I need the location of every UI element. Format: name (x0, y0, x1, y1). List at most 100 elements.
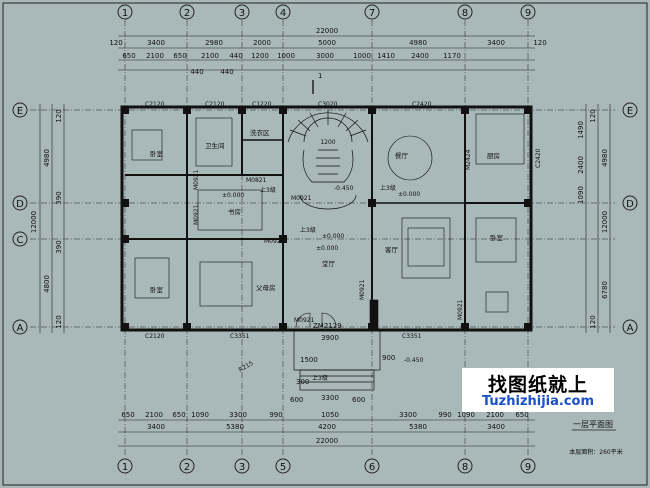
room-living: 客厅 (385, 245, 399, 254)
door-tag: M0921 (193, 169, 200, 190)
stair-width: 1200 (320, 139, 335, 146)
window-tags: C2120 C2120 C1220 C3020 C2420 C2420 C335… (145, 101, 542, 340)
dim-text: 990 (269, 411, 282, 419)
bottom-dimension-lines (118, 419, 535, 447)
dim-text: 3400 (487, 39, 505, 47)
window-tag: C3351 (402, 333, 422, 340)
dim-text: 3300 (399, 411, 417, 419)
dim-text: 1170 (443, 52, 461, 60)
axis-label-bottom: 5 (280, 462, 286, 473)
dim-text: 1200 (251, 52, 269, 60)
dim-left-text: 120 (55, 315, 63, 328)
window-tag: C2420 (535, 148, 542, 168)
dim-text: 1000 (277, 52, 295, 60)
dim-top-row1: 120 3400 2980 2000 5000 4980 3400 120 (109, 39, 546, 47)
room-labels: 卧室 卫生间 洗衣区 书房 卧室 父母房 餐厅 厨房 客厅 堂厅 卧室 (150, 128, 504, 294)
dim-text: 5380 (409, 423, 427, 431)
dim-left-text: 4800 (43, 275, 51, 293)
window-tag: C2420 (412, 101, 432, 108)
window-tag: C1220 (252, 101, 272, 108)
drawing-title: 一层平面图 (573, 420, 613, 429)
dim-text: 1000 (353, 52, 371, 60)
window-tag: C3351 (230, 333, 250, 340)
entry-dim: 300 (296, 378, 309, 386)
axis-label-left: C (17, 235, 24, 246)
axis-label-top: 9 (525, 8, 531, 19)
dim-right-text: 6780 (601, 281, 609, 299)
step-label: 上3级 (300, 226, 316, 234)
dim-text: 1050 (321, 411, 339, 419)
dim-text: 650 (172, 411, 185, 419)
top-dimension-lines (118, 35, 535, 71)
dim-top-row2: 650 2100 650 2100 440 1200 1000 3000 100… (122, 52, 461, 60)
dim-text: 4980 (409, 39, 427, 47)
dim-bottom-row1: 650 2100 650 1090 3300 990 1050 3300 990… (121, 411, 528, 419)
right-dimension-lines (585, 104, 611, 333)
dim-left-text: 390 (55, 191, 63, 204)
dim-right-text: 4980 (601, 149, 609, 167)
dim-top-total: 22000 (316, 27, 338, 35)
dim-text: 2100 (201, 52, 219, 60)
axis-label-bottom: 3 (239, 462, 245, 473)
level-mark: ±0.000 (316, 245, 338, 252)
entry-dim: 600 (290, 396, 303, 404)
axis-label-top: 1 (122, 8, 128, 19)
dim-text: 3000 (316, 52, 334, 60)
entry-dim: 900 (382, 354, 395, 362)
dim-text: 650 (121, 411, 134, 419)
step-label: 上3级 (312, 374, 328, 382)
dim-text: 440 (220, 68, 233, 76)
dim-text: 1090 (457, 411, 475, 419)
dim-left-text: 120 (55, 109, 63, 122)
dim-text: 440 (229, 52, 242, 60)
right-axis-bubbles: E D A (622, 102, 638, 335)
room-parents: 父母房 (256, 283, 276, 292)
dim-right-text: 1090 (577, 186, 585, 204)
dim-right-text: 2400 (577, 156, 585, 174)
bottom-axis-bubbles: 1 2 3 5 6 8 9 (117, 458, 536, 474)
axis-label-top: 8 (462, 8, 468, 19)
dim-bottom-row2: 3400 5380 4200 5380 3400 (147, 423, 505, 431)
axis-label-bottom: 1 (122, 462, 128, 473)
dim-left-text: 12000 (30, 211, 38, 233)
room-bedroom-1: 卧室 (150, 149, 164, 158)
area-note: 本层面积：260平米 (569, 448, 622, 456)
door-tag: M0921 (359, 279, 366, 300)
level-marks: ±0.000 ±0.000 ±0.000 -0.450 -0.450 ±0.00… (222, 185, 424, 364)
room-study: 书房 (228, 207, 241, 216)
step-label: 上3级 (380, 184, 396, 192)
axis-label-right: D (626, 199, 634, 210)
dim-right-text: 12000 (601, 211, 609, 233)
door-tag: M0921 (294, 317, 315, 324)
dim-text: 5000 (318, 39, 336, 47)
top-axis-bubbles: 1 2 3 4 7 8 9 (117, 4, 536, 20)
dim-left-text: 390 (55, 240, 63, 253)
axis-label-bottom: 6 (369, 462, 375, 473)
dim-text: 2100 (486, 411, 504, 419)
axis-label-top: 4 (280, 8, 286, 19)
room-dining: 餐厅 (395, 151, 409, 160)
entry-dim: 3300 (321, 394, 339, 402)
level-mark: -0.450 (334, 185, 354, 192)
axis-label-left: D (16, 199, 24, 210)
spiral-stair (287, 110, 369, 210)
dim-text: 2980 (205, 39, 223, 47)
door-tag: M0921 (291, 195, 312, 202)
room-bathroom: 卫生间 (205, 141, 225, 150)
door-tag: M0921 (264, 238, 285, 245)
axis-label-left: E (17, 106, 23, 117)
dim-left-text: 4980 (43, 149, 51, 167)
dim-text: 4200 (318, 423, 336, 431)
window-tag: C2120 (145, 101, 165, 108)
watermark-brand: 找图纸就上 Tuzhizhijia.com (462, 368, 614, 412)
door-tag: M2424 (465, 149, 472, 170)
dim-text: 650 (515, 411, 528, 419)
room-laundry: 洗衣区 (250, 128, 270, 137)
axis-label-right: A (627, 323, 634, 334)
dim-text: 1090 (191, 411, 209, 419)
dim-text: 120 (109, 39, 122, 47)
dim-right-text: 1490 (577, 121, 585, 139)
level-mark: ±0.000 (398, 191, 420, 198)
entry-dim: 600 (352, 396, 365, 404)
level-mark: -0.450 (404, 357, 424, 364)
